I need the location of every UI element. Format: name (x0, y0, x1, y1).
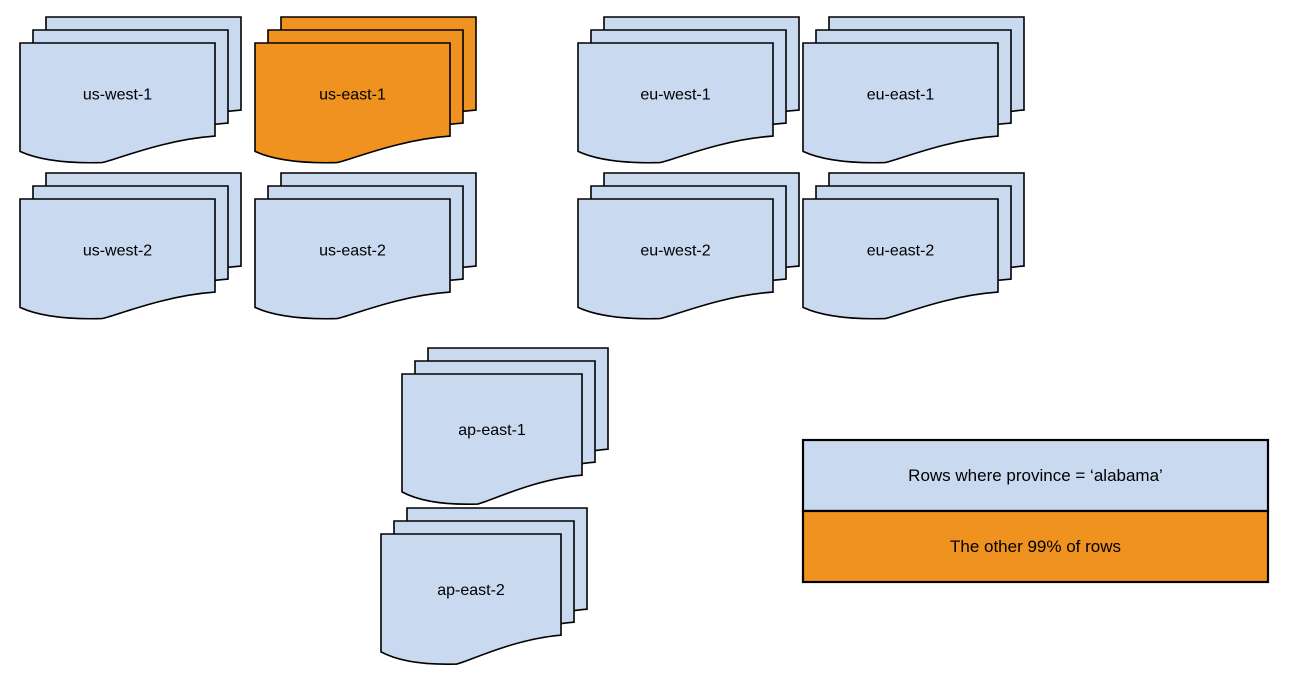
legend-swatch-legend-row-other (801, 509, 1270, 584)
doc-card-front-eu-east-1 (802, 42, 999, 164)
region-label-eu-west-1: eu-west-1 (640, 87, 710, 104)
doc-card-front-ap-east-1 (401, 373, 583, 505)
region-label-us-west-2: us-west-2 (83, 243, 152, 260)
region-label-us-west-1: us-west-1 (83, 87, 152, 104)
doc-card-front-eu-west-1 (577, 42, 774, 164)
region-label-us-east-2: us-east-2 (319, 243, 386, 260)
legend: Rows where province = ‘alabama’ The other… (801, 438, 1270, 584)
region-stack-us-east-2[interactable]: us-east-2 (254, 172, 477, 320)
legend-label-legend-row-alabama: Rows where province = ‘alabama’ (908, 466, 1163, 485)
region-stack-ap-east-2[interactable]: ap-east-2 (380, 507, 588, 665)
doc-card-front-us-east-1 (254, 42, 451, 164)
doc-card-front-ap-east-2 (380, 533, 562, 665)
region-label-ap-east-1: ap-east-1 (458, 422, 526, 439)
region-label-eu-east-1: eu-east-1 (867, 87, 935, 104)
doc-card-front-us-west-2 (19, 198, 216, 320)
region-stack-eu-east-1[interactable]: eu-east-1 (802, 16, 1025, 164)
region-stack-us-east-1[interactable]: us-east-1 (254, 16, 477, 164)
region-stack-ap-east-1[interactable]: ap-east-1 (401, 347, 609, 505)
region-label-eu-east-2: eu-east-2 (867, 243, 935, 260)
region-label-ap-east-2: ap-east-2 (437, 582, 505, 599)
doc-card-front-us-east-2 (254, 198, 451, 320)
region-stack-eu-west-1[interactable]: eu-west-1 (577, 16, 800, 164)
region-stack-us-west-2[interactable]: us-west-2 (19, 172, 242, 320)
region-label-us-east-1: us-east-1 (319, 87, 386, 104)
doc-card-front-eu-west-2 (577, 198, 774, 320)
region-label-eu-west-2: eu-west-2 (640, 243, 710, 260)
doc-card-front-eu-east-2 (802, 198, 999, 320)
region-stack-us-west-1[interactable]: us-west-1 (19, 16, 242, 164)
region-stack-eu-east-2[interactable]: eu-east-2 (802, 172, 1025, 320)
legend-label-legend-row-other: The other 99% of rows (950, 537, 1121, 556)
doc-card-front-us-west-1 (19, 42, 216, 164)
region-stack-eu-west-2[interactable]: eu-west-2 (577, 172, 800, 320)
